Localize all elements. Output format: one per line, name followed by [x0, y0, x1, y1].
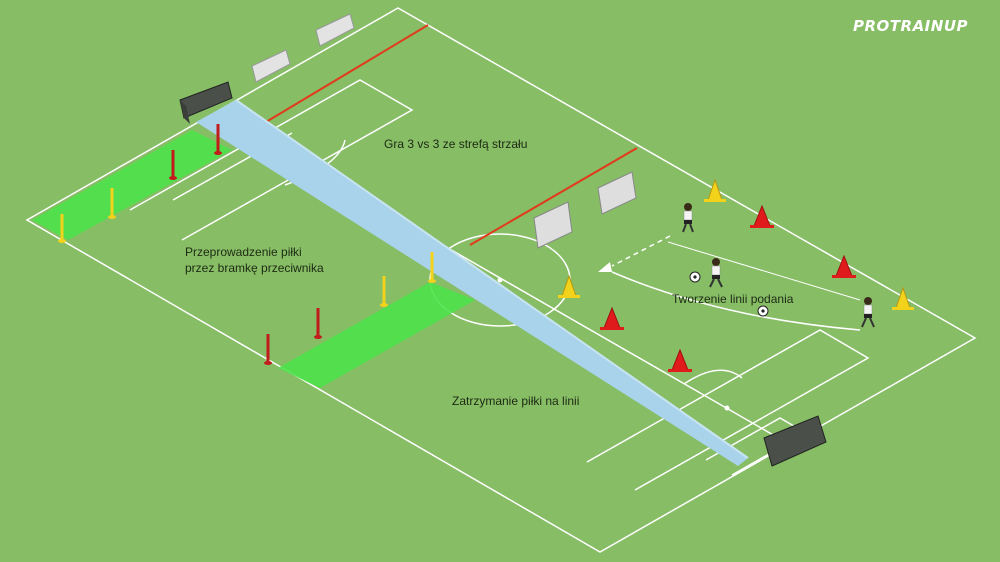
arrow-head [598, 262, 612, 272]
cone-icon [892, 286, 914, 310]
cone-icon [558, 274, 580, 298]
goal-icon [251, 49, 291, 83]
center-spot [497, 277, 503, 283]
red-divider-top [265, 24, 429, 123]
goal-icon [763, 415, 827, 467]
goal-icon [179, 81, 233, 124]
cone-icon [704, 178, 726, 202]
pole-icon [108, 188, 116, 219]
field-boundary [25, 7, 977, 553]
blue-divider [196, 100, 748, 466]
player-icon [709, 258, 723, 288]
dashed-arrow-icon [611, 235, 671, 267]
pole-icon [214, 124, 222, 155]
blue-divider-edge [235, 99, 749, 459]
goal-icon [597, 171, 637, 215]
label-dribble-line2: przez bramkę przeciwnika [185, 261, 324, 275]
cone-icon [832, 254, 856, 278]
ball-icon [757, 305, 769, 317]
penalty-arc-bottom [683, 369, 743, 385]
protrainup-logo: PROTRAINUP [853, 17, 968, 35]
curved-pass-line [611, 271, 861, 331]
goal-icon [533, 201, 573, 249]
cone-icon [750, 204, 774, 228]
goal-icon [315, 13, 355, 47]
pole-icon [264, 334, 272, 365]
pole-icon [58, 214, 66, 243]
label-passing-lane: Tworzenie linii podania [672, 292, 794, 306]
label-stop-ball: Zatrzymanie piłki na linii [452, 394, 580, 408]
cone-icon [668, 348, 692, 372]
pole-icon [380, 276, 388, 307]
pole-icon [169, 150, 177, 180]
ball-icon [689, 271, 701, 283]
green-zone-left [32, 130, 232, 240]
cone-icon [600, 306, 624, 330]
label-3v3-shooting-zone: Gra 3 vs 3 ze strefą strzału [384, 137, 528, 151]
label-dribble-line1: Przeprowadzenie piłki [185, 245, 302, 259]
pole-icon [314, 308, 322, 339]
red-divider-middle [469, 147, 638, 246]
player-icon [682, 203, 694, 233]
pass-line [667, 241, 861, 301]
green-zone-center [278, 282, 475, 388]
player-icon [861, 297, 875, 328]
pole-icon [428, 252, 436, 283]
penalty-spot-bottom [724, 405, 730, 411]
penalty-box-bottom [586, 329, 870, 491]
